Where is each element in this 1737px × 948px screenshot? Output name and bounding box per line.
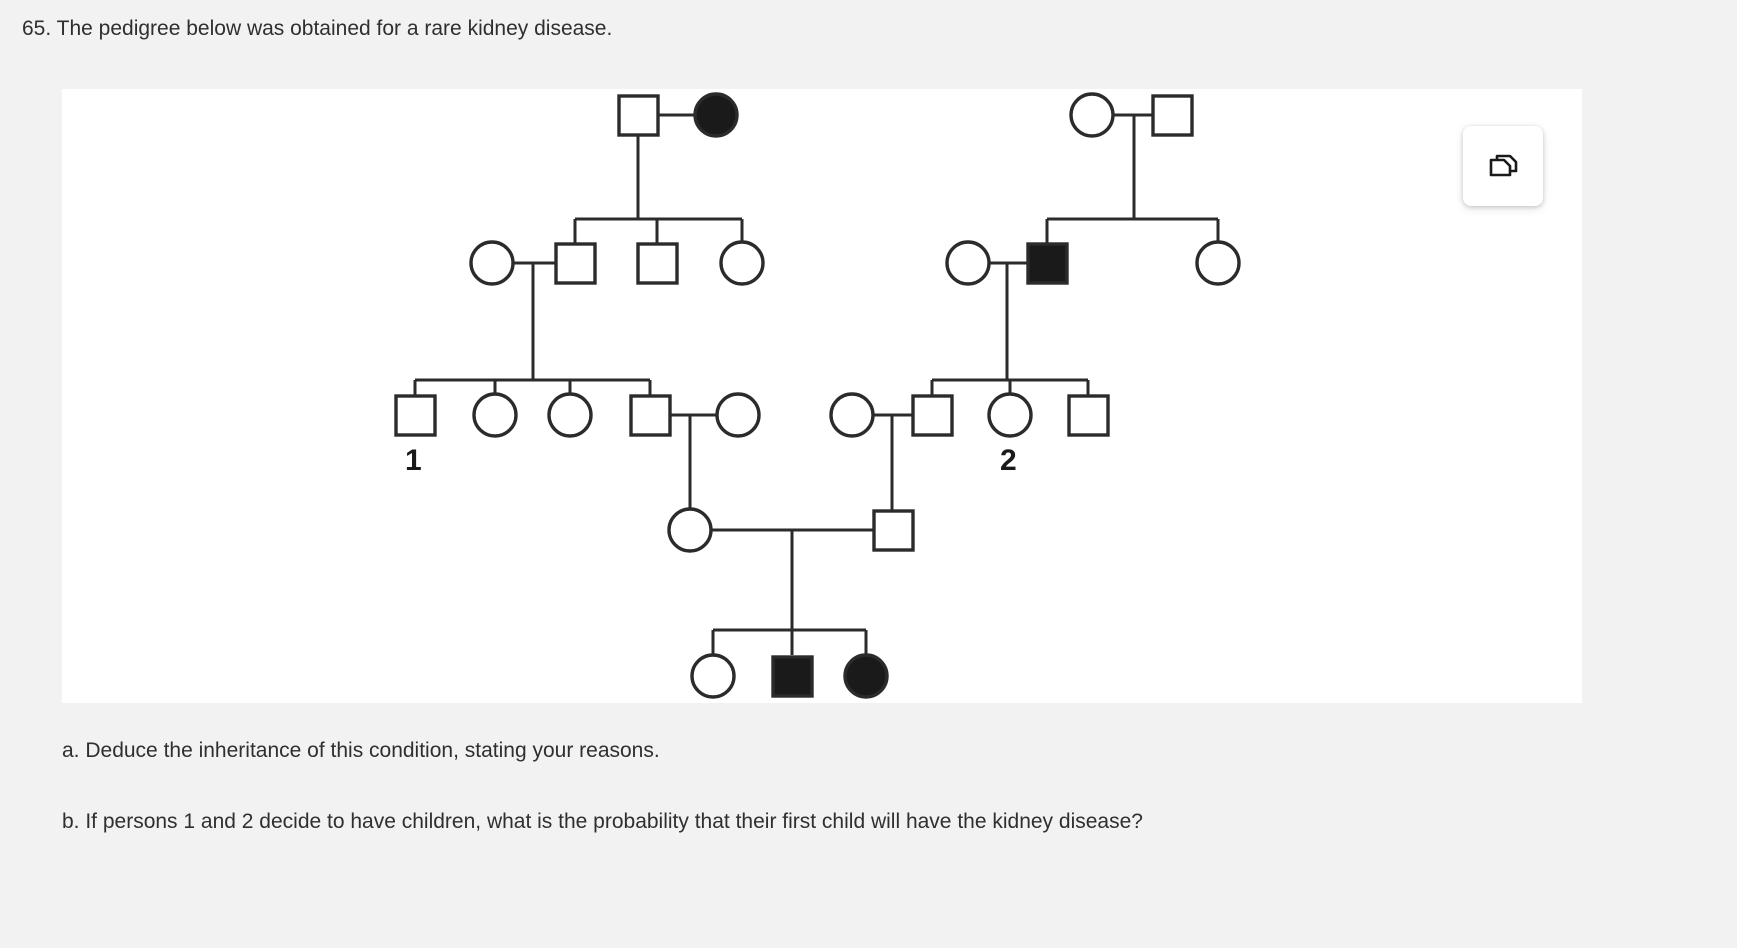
copy-button[interactable] (1463, 126, 1543, 206)
pedigree-svg: 1 2 (394, 92, 1241, 699)
copy-icon (1489, 154, 1518, 177)
question-part-a: a. Deduce the inheritance of this condit… (62, 739, 660, 762)
person-label-2: 2 (1000, 444, 1017, 477)
symbol-male-unaffected (911, 394, 954, 437)
symbol-male-unaffected (629, 394, 672, 437)
symbol-male-unaffected (636, 242, 679, 285)
symbol-female-unaffected (690, 653, 736, 699)
symbol-male-affected (771, 655, 814, 698)
symbol-female-affected (843, 653, 889, 699)
symbol-female-unaffected (469, 240, 515, 286)
symbol-male-unaffected (554, 242, 597, 285)
symbol-female-unaffected (719, 240, 765, 286)
symbol-female-affected (693, 92, 739, 138)
question-stem: 65. The pedigree below was obtained for … (22, 17, 613, 40)
symbol-female-unaffected (547, 392, 593, 438)
symbol-male-unaffected (617, 94, 660, 137)
pedigree-number-labels: 1 2 (405, 444, 1017, 477)
pedigree-connector-lines (413, 113, 1220, 655)
symbol-female-unaffected (1069, 92, 1115, 138)
symbol-female-unaffected (715, 392, 761, 438)
symbol-male-unaffected-person-1 (394, 394, 437, 437)
person-label-1: 1 (405, 444, 422, 477)
symbol-male-unaffected (872, 509, 915, 552)
symbol-male-affected (1026, 242, 1069, 285)
pedigree-symbols (394, 92, 1241, 699)
symbol-female-unaffected (829, 392, 875, 438)
symbol-female-unaffected-person-2 (987, 392, 1033, 438)
symbol-female-unaffected (945, 240, 991, 286)
symbol-female-unaffected (472, 392, 518, 438)
symbol-male-unaffected (1151, 94, 1194, 137)
symbol-female-unaffected (1195, 240, 1241, 286)
pedigree-figure: 1 2 (62, 89, 1582, 703)
symbol-female-unaffected (667, 507, 713, 553)
question-part-b: b. If persons 1 and 2 decide to have chi… (62, 810, 1143, 833)
symbol-male-unaffected (1067, 394, 1110, 437)
